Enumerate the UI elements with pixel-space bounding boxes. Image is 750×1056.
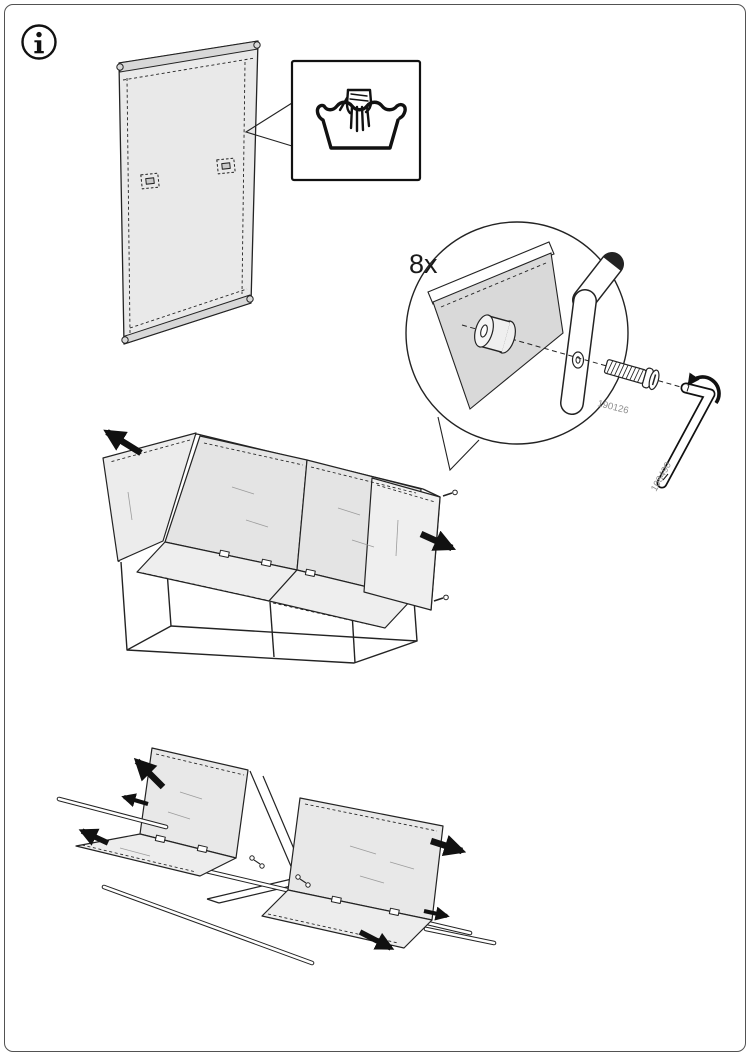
arrow-slide-right [419, 530, 457, 551]
cover-slot-left [140, 172, 160, 190]
hardware-quantity: 8x [409, 249, 438, 279]
cover-rod-illustration [56, 747, 497, 966]
rotation-arrow-icon [687, 372, 721, 405]
hardware-detail-callout: 190126 108490 8x [405, 221, 721, 493]
arrow-slide-left [78, 828, 110, 846]
callout-leader [244, 102, 293, 147]
panel-stitch-lines [81, 753, 438, 944]
arrow-slide-up-left [103, 429, 143, 456]
side-screw-marks [433, 489, 458, 602]
rod-left [56, 796, 169, 830]
allen-key [656, 382, 716, 489]
sofa-assembly-illustration [102, 429, 458, 664]
seat-clips [218, 549, 316, 577]
arrow-rod-right-small [423, 906, 450, 921]
fabric-cover-illustration [116, 40, 261, 345]
arrow-rod-left-small [121, 793, 149, 808]
magnifier-leader [437, 416, 480, 472]
screw [603, 359, 660, 391]
cover-stitch-lines [122, 57, 256, 334]
rod-right [423, 926, 497, 946]
arrow-slide-down-right [358, 929, 395, 951]
hand-wash-icon [315, 88, 407, 150]
panel-crease-marks [119, 791, 415, 884]
arrow-lift-right [430, 835, 467, 857]
bushing [474, 314, 516, 354]
bolt-axis [461, 324, 703, 394]
hand-wash-callout [244, 59, 422, 182]
sofa-crease-marks [127, 486, 399, 557]
link-hooks [249, 855, 311, 888]
screw-part-number: 190126 [596, 398, 629, 416]
arrow-lift-up-left [133, 757, 166, 790]
cover-slot-right [216, 157, 236, 175]
hand-glyph [338, 88, 373, 133]
cover-cloth [118, 40, 259, 345]
sofa-right-side-cover [363, 477, 441, 611]
info-icon [21, 24, 57, 60]
sofa-stitch-lines [109, 439, 436, 628]
bracket-hole [571, 351, 585, 369]
panel-clips [154, 834, 400, 916]
